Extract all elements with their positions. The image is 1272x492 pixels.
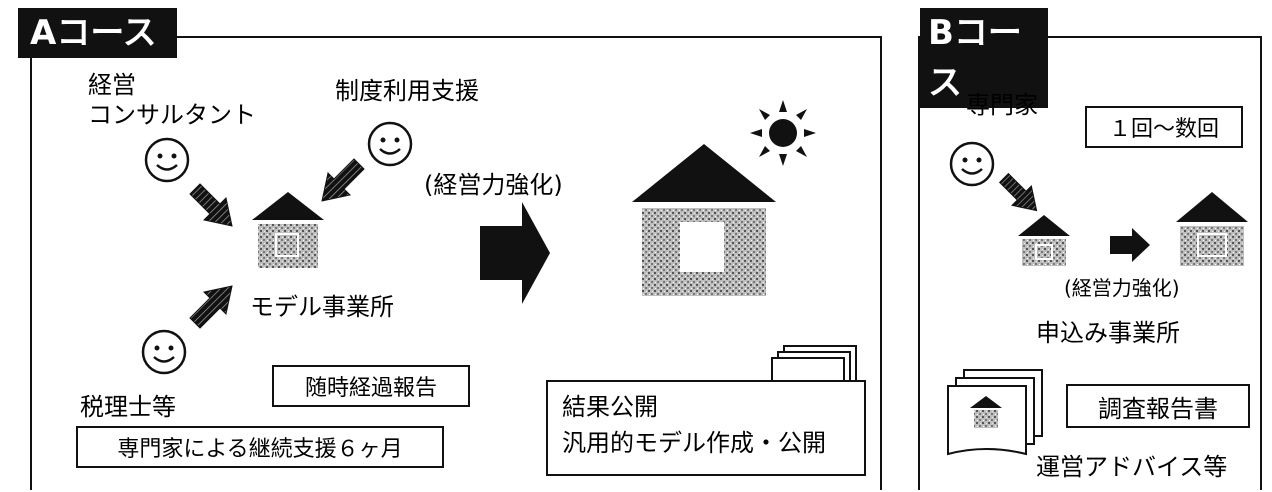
report-document-icon <box>947 369 1043 456</box>
result-publication-line2: 汎用的モデル作成・公開 <box>562 429 826 457</box>
strengthen-label-a: (経営力強化) <box>424 171 563 199</box>
result-publication-box <box>546 380 866 476</box>
tax-label: 税理士等 <box>80 393 176 421</box>
applicant-house-large-icon <box>1176 192 1248 266</box>
arrow-expert-icon <box>998 172 1038 212</box>
sun-icon <box>750 100 816 166</box>
strengthened-house-icon <box>632 144 776 296</box>
big-arrow-icon <box>480 202 550 304</box>
consultant-face-icon <box>144 137 190 183</box>
arrow-tax-icon <box>189 285 233 329</box>
arrow-support-icon <box>321 158 365 202</box>
consultant-label-line2: コンサルタント <box>88 101 256 129</box>
model-office-label: モデル事業所 <box>250 293 394 321</box>
course-a-title: Aコース <box>18 8 177 58</box>
strengthen-label-b: (経営力強化) <box>1064 276 1180 300</box>
result-publication-line1: 結果公開 <box>562 393 658 421</box>
operation-advice-label: 運営アドバイス等 <box>1036 453 1228 481</box>
frequency-box: １回～数回 <box>1085 106 1243 148</box>
applicant-house-small-icon <box>1018 215 1070 266</box>
applicant-office-label: 申込み事業所 <box>1036 319 1180 347</box>
support-label: 制度利用支援 <box>335 77 479 105</box>
consultant-label-line1: 経営 <box>88 71 136 99</box>
tax-face-icon <box>141 329 187 375</box>
progress-report-box: 随時経過報告 <box>272 365 470 407</box>
expert-face-icon <box>949 141 995 187</box>
course-b-title: Bコース <box>920 8 1048 108</box>
survey-report-box: 調査報告書 <box>1066 384 1250 428</box>
expert-label: 専門家 <box>966 91 1038 119</box>
arrow-consultant-icon <box>189 183 233 227</box>
model-office-house-icon <box>252 192 324 268</box>
continuous-support-box: 専門家による継続支援６ヶ月 <box>76 426 444 468</box>
arrow-b-icon <box>1110 228 1150 262</box>
support-face-icon <box>367 121 413 167</box>
